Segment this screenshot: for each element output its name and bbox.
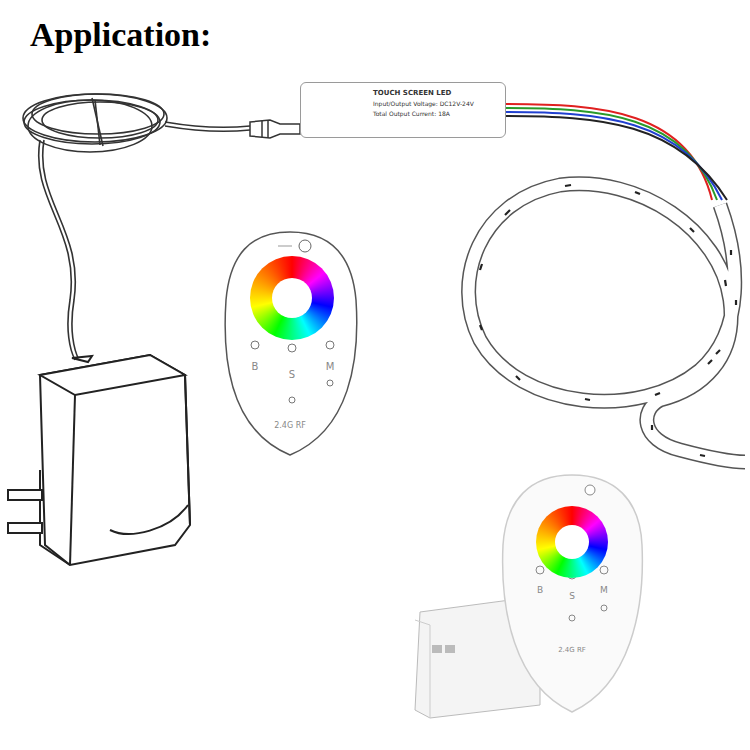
button-label: 2.4G RF <box>558 646 586 654</box>
color-wheel-center <box>272 278 312 318</box>
label-text: Input/Output Voltage: DC12V-24V <box>373 100 499 107</box>
label-text: TOUCH SCREEN LED <box>373 89 499 97</box>
power-cord <box>23 94 250 360</box>
label-text: Total Output Current: 18A <box>373 110 499 117</box>
button-label: S <box>289 369 295 380</box>
button-label: M <box>600 585 608 595</box>
controller-box: TOUCH SCREEN LED Input/Output Voltage: DC… <box>300 82 506 138</box>
led-strip <box>469 184 745 462</box>
power-adapter <box>8 355 190 565</box>
page-title: Application: <box>30 16 211 54</box>
button-label: B <box>252 361 259 372</box>
button-label: S <box>569 591 575 601</box>
button-label: B <box>537 585 543 595</box>
button-label: M <box>326 361 335 372</box>
remote-control <box>503 475 643 712</box>
button-label: 2.4G RF <box>274 421 306 430</box>
dc-plug <box>250 120 300 138</box>
remote-control <box>225 232 357 455</box>
color-wheel-center <box>555 525 589 559</box>
